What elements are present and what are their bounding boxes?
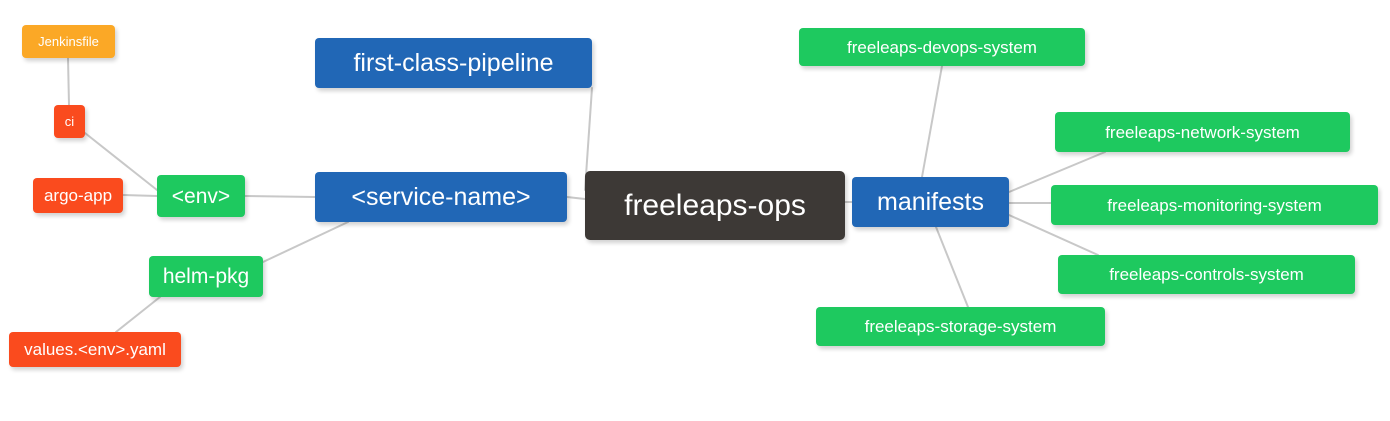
mindmap-node-label: freeleaps-ops xyxy=(624,188,806,222)
mindmap-node-label: freeleaps-controls-system xyxy=(1109,265,1304,284)
mindmap-node-label: freeleaps-devops-system xyxy=(847,37,1037,57)
mindmap-node-devops[interactable]: freeleaps-devops-system xyxy=(799,28,1085,66)
mindmap-node-argoapp[interactable]: argo-app xyxy=(33,178,123,213)
mindmap-node-label: <service-name> xyxy=(351,182,531,211)
mindmap-node-monitoring[interactable]: freeleaps-monitoring-system xyxy=(1051,185,1378,225)
edge-manifests-to-controls xyxy=(1008,214,1099,256)
edge-helm-to-values xyxy=(115,296,161,333)
mindmap-node-label: first-class-pipeline xyxy=(353,48,554,77)
edge-manifests-to-devops xyxy=(921,65,943,178)
mindmap-node-controls[interactable]: freeleaps-controls-system xyxy=(1058,255,1355,294)
edge-service-to-env xyxy=(244,195,316,198)
mindmap-node-label: Jenkinsfile xyxy=(38,34,99,49)
mindmap-node-network[interactable]: freeleaps-network-system xyxy=(1055,112,1350,152)
mindmap-node-root[interactable]: freeleaps-ops xyxy=(585,171,845,240)
edge-env-to-ci xyxy=(84,132,158,191)
mindmap-node-manifests[interactable]: manifests xyxy=(852,177,1009,227)
mindmap-node-label: freeleaps-storage-system xyxy=(864,317,1057,336)
mindmap-node-env[interactable]: <env> xyxy=(157,175,245,217)
edge-service-to-helm xyxy=(262,221,349,263)
edge-root-to-service xyxy=(566,196,586,200)
mindmap-node-storage[interactable]: freeleaps-storage-system xyxy=(816,307,1105,346)
mindmap-node-service[interactable]: <service-name> xyxy=(315,172,567,222)
edge-manifests-to-storage xyxy=(935,226,969,308)
mindmap-node-label: helm-pkg xyxy=(162,265,250,288)
edge-manifests-to-network xyxy=(1008,151,1106,193)
edge-ci-to-jenkinsfile xyxy=(67,57,70,106)
mindmap-node-label: manifests xyxy=(877,187,984,216)
mindmap-node-label: argo-app xyxy=(43,186,113,205)
mindmap-node-ci[interactable]: ci xyxy=(54,105,85,138)
mindmap-node-pipeline[interactable]: first-class-pipeline xyxy=(315,38,592,88)
mindmap-node-values[interactable]: values.<env>.yaml xyxy=(9,332,181,367)
mindmap-node-label: freeleaps-network-system xyxy=(1105,122,1300,142)
mindmap-node-label: freeleaps-monitoring-system xyxy=(1107,195,1322,215)
mindmap-node-jenkinsfile[interactable]: Jenkinsfile xyxy=(22,25,115,58)
edge-env-to-argoapp xyxy=(122,194,158,197)
mindmap-node-label: values.<env>.yaml xyxy=(24,340,166,359)
mindmap-node-label: <env> xyxy=(171,184,231,208)
mindmap-node-helm[interactable]: helm-pkg xyxy=(149,256,263,297)
mindmap-node-label: ci xyxy=(64,114,75,129)
